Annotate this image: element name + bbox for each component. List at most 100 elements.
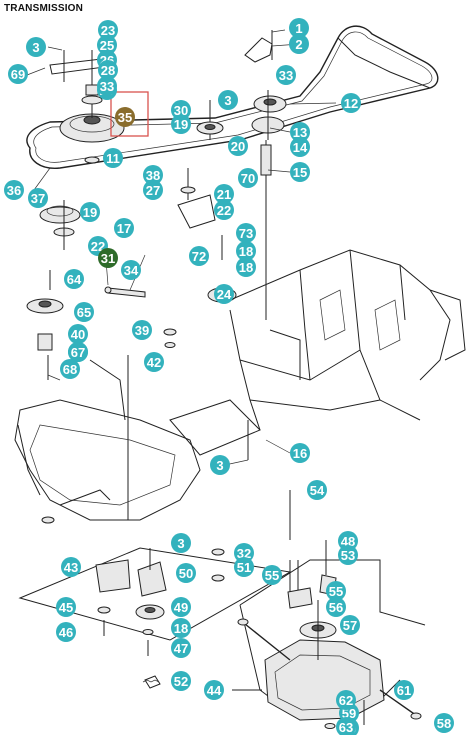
callout-23[interactable]: 23 [98,20,118,40]
callout-3[interactable]: 3 [171,533,191,553]
callout-54[interactable]: 54 [307,480,327,500]
callout-22[interactable]: 22 [214,200,234,220]
callout-67[interactable]: 67 [68,342,88,362]
callout-1[interactable]: 1 [289,18,309,38]
callout-49[interactable]: 49 [171,597,191,617]
callout-40[interactable]: 40 [68,324,88,344]
callout-label: 21 [217,187,231,202]
callout-51[interactable]: 51 [234,557,254,577]
callout-42[interactable]: 42 [144,352,164,372]
callout-11[interactable]: 11 [103,148,123,168]
callout-46[interactable]: 46 [56,622,76,642]
callout-label: 19 [83,205,97,220]
callout-label: 57 [343,618,357,633]
callout-19[interactable]: 19 [171,114,191,134]
callout-label: 30 [174,103,188,118]
callout-label: 22 [91,239,105,254]
callout-69[interactable]: 69 [8,64,28,84]
callout-label: 49 [174,600,188,615]
callout-3[interactable]: 3 [26,37,46,57]
callout-25[interactable]: 25 [97,35,117,55]
callout-18[interactable]: 18 [236,241,256,261]
callout-48[interactable]: 48 [338,531,358,551]
callout-68[interactable]: 68 [60,359,80,379]
callout-label: 16 [293,446,307,461]
callout-64[interactable]: 64 [64,269,84,289]
callout-13[interactable]: 13 [290,122,310,142]
callout-label: 50 [179,566,193,581]
callout-35[interactable]: 35 [115,107,135,127]
leader-lines [26,29,337,466]
callout-label: 35 [118,110,132,125]
callout-label: 18 [239,260,253,275]
callout-28[interactable]: 28 [98,60,118,80]
callout-50[interactable]: 50 [176,563,196,583]
callout-3[interactable]: 3 [210,455,230,475]
callout-19[interactable]: 19 [80,202,100,222]
callout-label: 55 [329,584,343,599]
callout-57[interactable]: 57 [340,615,360,635]
idler-arm-top [196,30,287,140]
callout-label: 47 [174,641,188,656]
callout-label: 55 [265,568,279,583]
callout-37[interactable]: 37 [28,188,48,208]
callout-label: 22 [217,203,231,218]
callout-39[interactable]: 39 [132,320,152,340]
callout-17[interactable]: 17 [114,218,134,238]
callout-44[interactable]: 44 [204,680,224,700]
callout-label: 38 [146,168,160,183]
callout-61[interactable]: 61 [394,680,414,700]
callout-33[interactable]: 33 [276,65,296,85]
callout-label: 11 [106,151,120,166]
callout-63[interactable]: 63 [336,717,356,735]
highlight-box-35 [110,91,149,137]
callout-label: 56 [329,600,343,615]
callout-3[interactable]: 3 [218,90,238,110]
callout-label: 34 [124,263,139,278]
callout-56[interactable]: 56 [326,597,346,617]
callout-15[interactable]: 15 [290,162,310,182]
callout-47[interactable]: 47 [171,638,191,658]
callout-label: 15 [293,165,307,180]
callout-label: 2 [295,37,302,52]
callout-27[interactable]: 27 [143,180,163,200]
callout-label: 62 [339,693,353,708]
callout-62[interactable]: 62 [336,690,356,710]
callout-33[interactable]: 33 [97,76,117,96]
callout-2[interactable]: 2 [289,34,309,54]
callout-55[interactable]: 55 [262,565,282,585]
lower-bracket-group [18,547,292,689]
callout-label: 24 [217,287,232,302]
callout-53[interactable]: 53 [338,545,358,565]
callout-label: 45 [59,600,73,615]
callout-20[interactable]: 20 [228,136,248,156]
callout-36[interactable]: 36 [4,180,24,200]
callout-30[interactable]: 30 [171,100,191,120]
callout-43[interactable]: 43 [61,557,81,577]
callout-21[interactable]: 21 [214,184,234,204]
callout-18[interactable]: 18 [236,257,256,277]
callout-38[interactable]: 38 [143,165,163,185]
callout-layer: 1233331211131415161718181819192021222223… [4,18,454,735]
callout-34[interactable]: 34 [121,260,141,280]
callout-label: 64 [67,272,82,287]
callout-70[interactable]: 70 [238,168,258,188]
callout-31[interactable]: 31 [98,248,118,268]
callout-16[interactable]: 16 [290,443,310,463]
callout-58[interactable]: 58 [434,713,454,733]
callout-45[interactable]: 45 [56,597,76,617]
callout-32[interactable]: 32 [234,543,254,563]
callout-12[interactable]: 12 [341,93,361,113]
callout-24[interactable]: 24 [214,284,234,304]
callout-14[interactable]: 14 [290,137,310,157]
callout-label: 19 [174,117,188,132]
callout-label: 43 [64,560,78,575]
callout-72[interactable]: 72 [189,246,209,266]
callout-label: 25 [100,38,114,53]
callout-18[interactable]: 18 [171,618,191,638]
callout-73[interactable]: 73 [236,223,256,243]
callout-55[interactable]: 55 [326,581,346,601]
callout-65[interactable]: 65 [74,302,94,322]
callout-52[interactable]: 52 [171,671,191,691]
callout-label: 52 [174,674,188,689]
